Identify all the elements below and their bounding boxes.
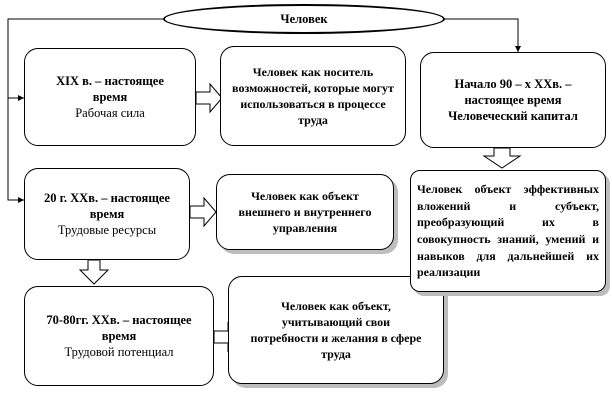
- description-4: Человек объект эффективных вложений и су…: [417, 182, 599, 280]
- period-2-dates: 20 г. XXв. – настоящее время: [44, 190, 170, 221]
- period-1-term: Рабочая сила: [75, 106, 145, 121]
- description-1: Человек как носитель возможностей, котор…: [232, 64, 394, 128]
- arrowhead-left-1: [18, 95, 24, 101]
- description-box-1: Человек как носитель возможностей, котор…: [220, 46, 406, 146]
- period-box-4: Начало 90 – х XXв. – настоящее время Чел…: [420, 52, 606, 148]
- block-arrow-down-1: [78, 259, 110, 285]
- period-4-dates: Начало 90 – х XXв. – настоящее время: [454, 76, 572, 107]
- root-oval: Человек: [163, 4, 445, 34]
- period-3-dates: 70-80гг. XXв. – настоящее время: [46, 312, 192, 343]
- connector-left-2: [7, 98, 24, 201]
- description-3: Человек как объект, учитывающий свои пот…: [250, 298, 422, 362]
- period-1-dates: XIX в. – настоящее время: [56, 73, 164, 104]
- period-box-3: 70-80гг. XXв. – настоящее время Трудовой…: [24, 286, 214, 386]
- description-box-3: Человек как объект, учитывающий свои пот…: [228, 276, 444, 384]
- period-3-term: Трудовой потенциал: [64, 345, 174, 360]
- description-box-4: Человек объект эффективных вложений и су…: [410, 170, 606, 292]
- arrowhead-left-2: [18, 197, 24, 203]
- block-arrow-down-2: [482, 147, 522, 169]
- connector-root-right: [445, 18, 519, 52]
- connector-root-left: [7, 18, 163, 99]
- period-2-term: Трудовые ресурсы: [57, 223, 157, 238]
- description-2: Человек как объект внешнего и внутреннег…: [238, 188, 372, 236]
- period-box-1: XIX в. – настоящее время Рабочая сила: [24, 48, 196, 146]
- description-box-2: Человек как объект внешнего и внутреннег…: [216, 174, 394, 250]
- block-arrow-2: [189, 196, 217, 228]
- period-box-2: 20 г. XXв. – настоящее время Трудовые ре…: [24, 168, 190, 260]
- arrowhead-right: [515, 46, 521, 52]
- period-4-term: Человеческий капитал: [448, 109, 578, 124]
- block-arrow-1: [195, 82, 223, 114]
- root-label: Человек: [280, 11, 328, 26]
